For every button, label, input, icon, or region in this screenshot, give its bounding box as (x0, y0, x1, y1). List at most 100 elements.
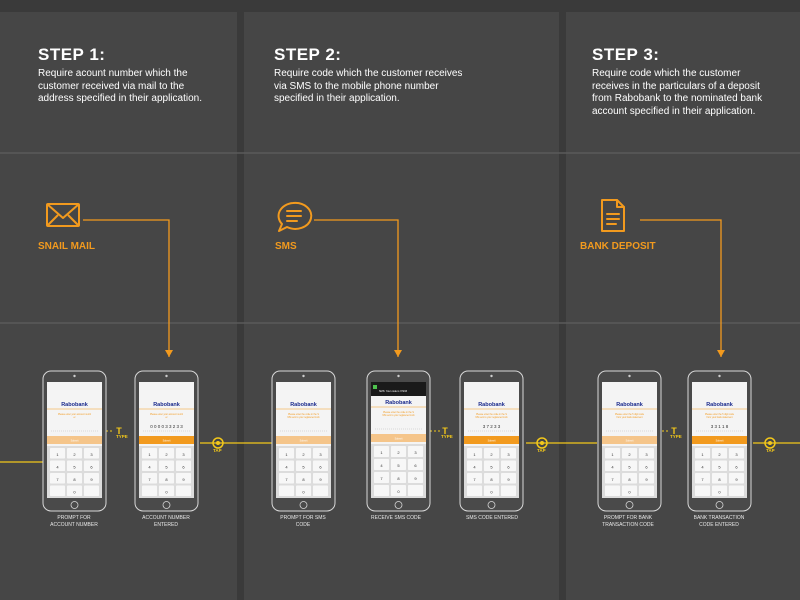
submit-label: Submit (488, 440, 496, 443)
key-digit: 9 (645, 477, 648, 482)
key-digit: 8 (718, 477, 721, 482)
key-digit: 8 (302, 477, 305, 482)
key-1 (695, 448, 710, 459)
rabobank-logo: Rabobank (153, 402, 181, 408)
key-digit: 9 (319, 477, 322, 482)
key-digit: 3 (319, 452, 322, 457)
submit-button (692, 436, 747, 444)
prompt-text-2: from your bank statement (706, 416, 732, 419)
home-button (625, 501, 634, 509)
key-digit: 4 (473, 464, 476, 469)
key-digit: 1 (148, 452, 151, 457)
key-9 (84, 473, 99, 484)
key-digit: 8 (628, 477, 631, 482)
key-digit: 0 (397, 489, 400, 494)
submit-label: Submit (626, 440, 634, 443)
key-8 (159, 473, 174, 484)
connector-snail-mail (83, 219, 170, 357)
step-1-title: STEP 1: (38, 45, 106, 64)
key-blank (279, 485, 294, 496)
sms-label: SMS (275, 241, 297, 252)
type-marker-2: T (442, 426, 448, 436)
code-value: 0 0 0 0 3 3 2 3 3 (150, 424, 183, 429)
key-digit: 4 (285, 464, 288, 469)
key-blank (50, 485, 65, 496)
tap-marker-2 (536, 437, 548, 449)
key-9 (501, 473, 516, 484)
key-0 (159, 485, 174, 496)
submit-label: Submit (395, 438, 403, 441)
key-blank (695, 485, 710, 496)
key-blank (84, 485, 99, 496)
key-5 (484, 460, 499, 471)
key-2 (484, 448, 499, 459)
key-digit: 0 (490, 489, 493, 494)
key-6 (639, 460, 654, 471)
key-blank (142, 485, 157, 496)
key-7 (605, 473, 620, 484)
key-blank (501, 485, 516, 496)
home-button (487, 501, 496, 509)
key-digit: 9 (90, 477, 93, 482)
submit-label: Submit (716, 440, 724, 443)
key-digit: 6 (645, 464, 648, 469)
snail-mail-label: SNAIL MAIL (38, 241, 96, 252)
rabobank-logo: Rabobank (290, 402, 318, 408)
key-1 (50, 448, 65, 459)
key-0 (67, 485, 82, 496)
bank-deposit-label: BANK DEPOSIT (580, 241, 656, 252)
key-digit: 7 (285, 477, 288, 482)
key-digit: 8 (397, 476, 400, 481)
key-blank (639, 485, 654, 496)
sms-app-icon (373, 385, 377, 389)
key-digit: 0 (302, 489, 305, 494)
key-digit: 1 (611, 452, 614, 457)
home-button (299, 501, 308, 509)
phone-camera (490, 374, 493, 378)
tap-marker-1 (212, 437, 224, 449)
key-digit: 9 (735, 477, 738, 482)
key-blank (313, 485, 328, 496)
key-digit: 2 (490, 452, 493, 457)
submit-label: Submit (163, 440, 171, 443)
key-digit: 4 (701, 464, 704, 469)
key-digit: 7 (701, 477, 704, 482)
key-2 (622, 448, 637, 459)
prompt-text-2: er (165, 416, 167, 419)
key-blank (374, 485, 389, 496)
phone-4-label: RECEIVE SMS CODE (370, 515, 421, 521)
key-4 (605, 460, 620, 471)
key-6 (501, 460, 516, 471)
key-7 (374, 472, 389, 483)
key-digit: 7 (56, 477, 59, 482)
tap-marker-3-dot (768, 441, 772, 445)
connector-snail-mail-arrowhead (165, 350, 173, 357)
key-digit: 6 (182, 464, 185, 469)
tap-label-1: TAP (213, 448, 222, 453)
phone-camera (302, 374, 305, 378)
key-blank (467, 485, 482, 496)
key-8 (712, 473, 727, 484)
key-digit: 8 (490, 477, 493, 482)
key-digit: 1 (701, 452, 704, 457)
prompt-text-2: er (73, 416, 75, 419)
key-digit: 6 (90, 464, 93, 469)
key-digit: 2 (628, 452, 631, 457)
type-label-1: TYPE (116, 434, 128, 439)
key-7 (695, 473, 710, 484)
key-digit: 5 (73, 464, 76, 469)
key-5 (67, 460, 82, 471)
key-digit: 5 (628, 464, 631, 469)
key-2 (67, 448, 82, 459)
type-marker-3: T (671, 426, 677, 436)
prompt-text-2: from your bank statement (616, 416, 642, 419)
